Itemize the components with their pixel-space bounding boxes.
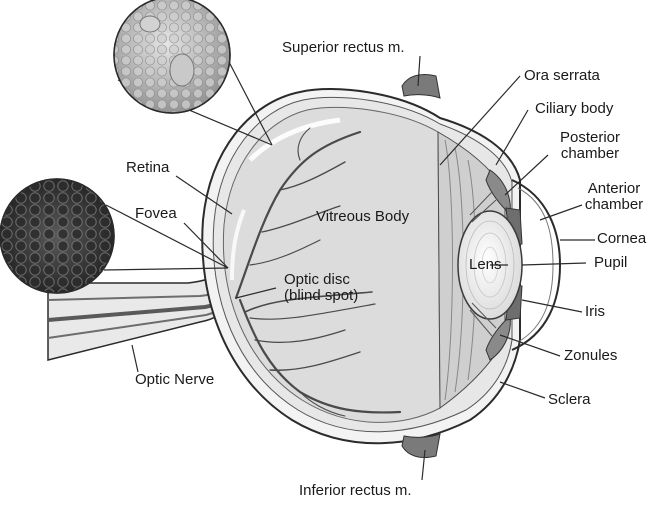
label-sclera: Sclera — [548, 391, 591, 408]
micrograph-inset-cones — [0, 178, 115, 294]
micrograph-inset-rods — [113, 0, 231, 114]
label-anterior-chamber-line2: chamber — [584, 196, 644, 213]
label-anterior-chamber-line1: Anterior — [587, 180, 641, 197]
label-optic-disc: Optic disc (blind spot) — [284, 272, 358, 304]
label-fovea: Fovea — [135, 205, 177, 222]
label-anterior-chamber: Anterior chamber — [570, 181, 658, 213]
label-pupil: Pupil — [594, 254, 628, 271]
label-optic-nerve: Optic Nerve — [135, 371, 215, 388]
label-ora-serrata: Ora serrata — [524, 67, 600, 84]
label-ciliary-body: Ciliary body — [535, 100, 614, 117]
label-posterior-chamber-line2: chamber — [560, 145, 620, 162]
label-retina: Retina — [126, 159, 170, 176]
retinal-vessels — [234, 127, 402, 417]
label-optic-disc-line2: (blind spot) — [284, 287, 359, 304]
label-cornea: Cornea — [597, 230, 647, 247]
label-vitreous-body: Vitreous Body — [316, 208, 410, 225]
rectus-muscles — [401, 73, 441, 459]
label-zonules: Zonules — [564, 347, 618, 364]
label-lens: Lens — [469, 256, 502, 273]
label-optic-disc-line1: Optic disc — [284, 271, 350, 288]
label-inferior-rectus: Inferior rectus m. — [299, 482, 412, 499]
label-posterior-chamber-line1: Posterior — [559, 129, 621, 146]
label-posterior-chamber: Posterior chamber — [545, 130, 635, 162]
label-iris: Iris — [585, 303, 605, 320]
label-superior-rectus: Superior rectus m. — [282, 39, 405, 56]
